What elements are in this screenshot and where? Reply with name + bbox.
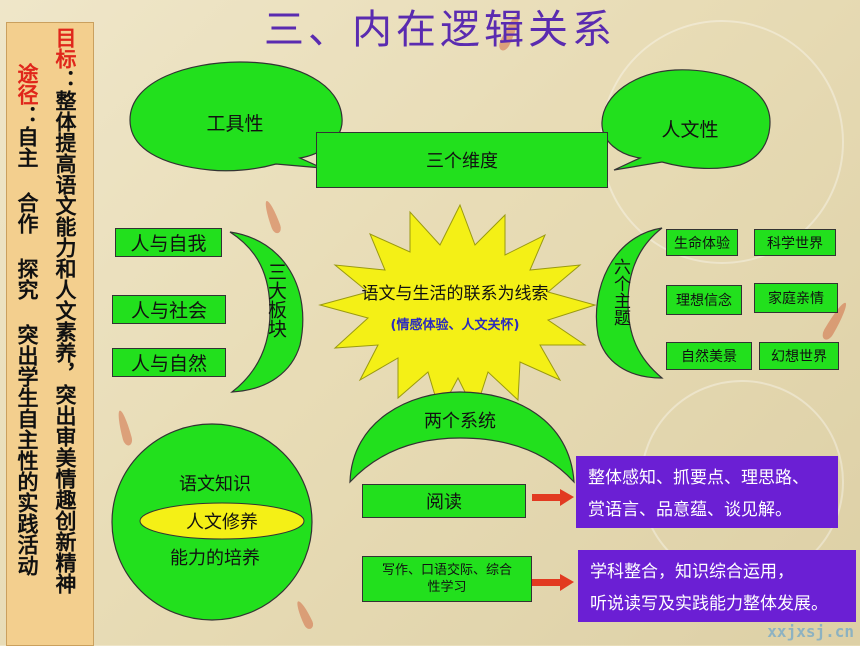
watermark: xxjxsj.cn — [767, 622, 854, 641]
writing-detail-line: 学科整合，知识综合运用， — [590, 562, 794, 582]
goal-label: 目标 — [53, 27, 77, 69]
left-band: 目标：整体提高语文能力和人文素养，突出审美情趣创新精神 途径：自主 合作 探究 … — [6, 22, 94, 646]
topic-item: 自然美景 — [666, 342, 752, 370]
topic-item: 生命体验 — [666, 229, 738, 256]
two-systems-cup — [349, 391, 575, 484]
circle-middle-text: 人文修养 — [186, 512, 258, 532]
humanistic-oval — [139, 502, 305, 540]
three-sections-label: 三大板块 — [265, 262, 286, 338]
three-dimensions-box: 三个维度 — [316, 132, 608, 188]
goal-text: ：整体提高语文能力和人文素养，突出审美情趣创新精神 — [53, 69, 77, 594]
reading-box: 阅读 — [362, 484, 526, 518]
page-title: 三、内在逻辑关系 — [264, 7, 616, 53]
six-topics-crescent — [595, 227, 664, 379]
writing-detail-line: 听说读写及实践能力整体发展。 — [590, 594, 828, 614]
topic-item: 理想信念 — [666, 285, 742, 315]
goal-column: 目标：整体提高语文能力和人文素养，突出审美情趣创新精神 — [53, 27, 77, 627]
three-sections-crescent — [229, 231, 304, 393]
six-topics-label: 六个主题 — [611, 258, 630, 326]
writing-box: 写作、口语交际、综合性学习 — [362, 556, 532, 602]
reading-detail-line: 整体感知、抓要点、理思路、 — [588, 468, 809, 488]
two-systems-label: 两个系统 — [424, 411, 496, 431]
writing-detail-box: 学科整合，知识综合运用， 听说读写及实践能力整体发展。 — [578, 550, 856, 622]
route-column: 途径：自主 合作 探究 突出学生自主性的实践活动 — [15, 63, 39, 623]
arrow-right-icon — [532, 489, 574, 506]
circle-top-text: 语文知识 — [179, 474, 251, 494]
tool-label: 工具性 — [206, 113, 264, 135]
topic-item: 家庭亲情 — [754, 283, 838, 313]
section-item: 人与自我 — [115, 228, 222, 257]
center-main-text: 语文与生活的联系为线索 — [361, 283, 549, 303]
topic-item: 幻想世界 — [759, 342, 839, 370]
reading-detail-line: 赏语言、品意蕴、谈见解。 — [588, 500, 792, 520]
circle-bottom-text: 能力的培养 — [170, 548, 260, 568]
route-label: 途径 — [15, 63, 39, 105]
section-item: 人与自然 — [112, 348, 226, 377]
reading-detail-box: 整体感知、抓要点、理思路、 赏语言、品意蕴、谈见解。 — [576, 456, 838, 528]
route-text: ：自主 合作 探究 突出学生自主性的实践活动 — [15, 105, 39, 576]
section-item: 人与社会 — [112, 295, 226, 324]
writing-text: 写作、口语交际、综合性学习 — [382, 563, 513, 595]
arrow-right-icon — [532, 574, 574, 591]
topic-item: 科学世界 — [754, 229, 836, 256]
center-starburst — [318, 203, 597, 414]
human-label: 人文性 — [661, 119, 719, 141]
center-sub-text: (情感体验、人文关怀) — [390, 317, 520, 333]
